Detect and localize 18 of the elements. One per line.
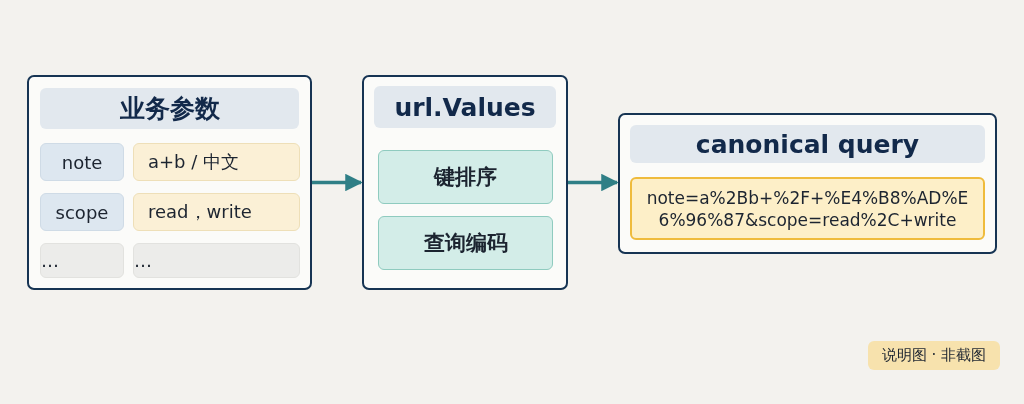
step-box: 查询编码	[378, 216, 553, 270]
heading-band: canonical query	[630, 125, 985, 163]
key-cell: …	[40, 243, 124, 278]
step-box: 键排序	[378, 150, 553, 204]
arrow	[312, 173, 363, 192]
panel-box	[362, 75, 568, 290]
value-cell: …	[133, 243, 300, 278]
note-badge: 说明图 · 非截图	[868, 341, 1000, 370]
heading-band: url.Values	[374, 86, 556, 128]
heading-band: 业务参数	[40, 88, 299, 129]
value-cell: a+b / 中文	[133, 143, 300, 181]
value-cell: read，write	[133, 193, 300, 231]
key-cell: note	[40, 143, 124, 181]
query-string-box: note=a%2Bb+%2F+%E4%B8%AD%E6%96%87&scope=read%2C+write	[630, 177, 985, 240]
key-cell: scope	[40, 193, 124, 231]
panel-box	[618, 113, 997, 254]
panel-box	[27, 75, 312, 290]
arrow	[568, 173, 619, 192]
